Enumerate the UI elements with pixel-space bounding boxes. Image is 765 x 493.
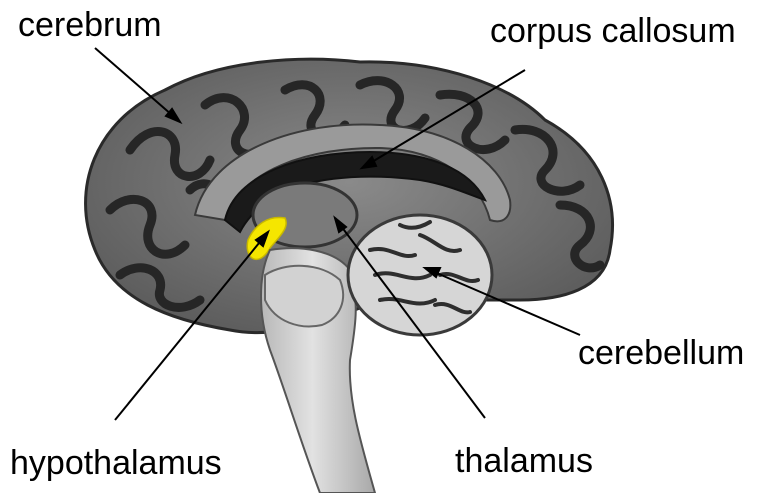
thalamus-label: thalamus (455, 444, 593, 478)
corpus-callosum-label: corpus callosum (490, 14, 736, 48)
cerebellum-label: cerebellum (578, 336, 744, 370)
cerebrum-label: cerebrum (18, 8, 162, 42)
hypothalamus-label: hypothalamus (10, 446, 222, 480)
